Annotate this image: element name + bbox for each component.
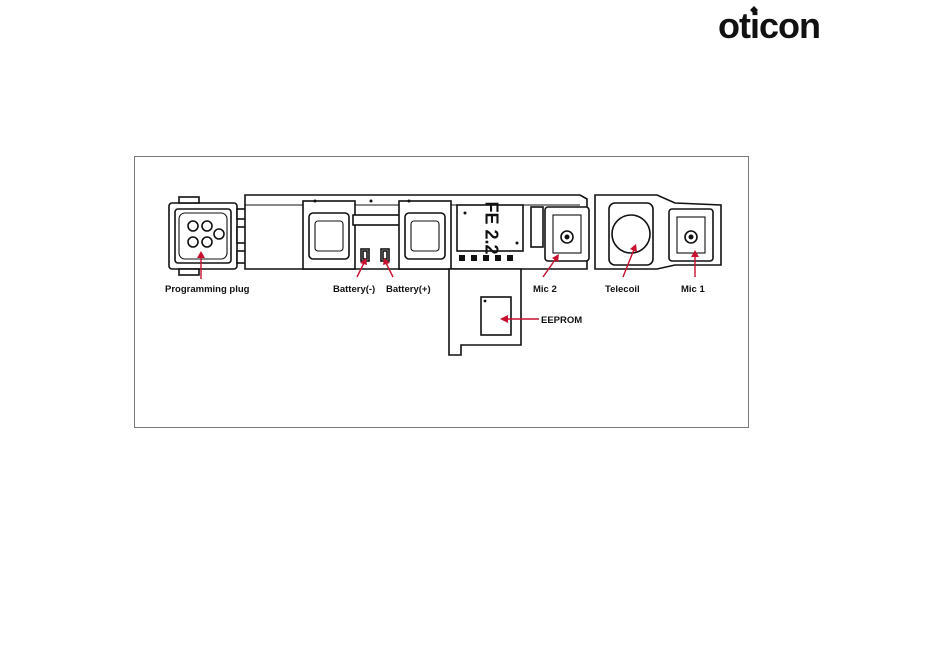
label-battery-minus: Battery(-) [333, 284, 375, 295]
label-mic1: Mic 1 [681, 284, 705, 295]
eeprom-tail [449, 269, 521, 355]
oticon-logo: oticon [704, 4, 834, 46]
chip-marking: FE 2.2 [481, 201, 501, 254]
label-mic2: Mic 2 [533, 284, 557, 295]
logo-text: oticon [718, 5, 820, 46]
figure-frame: FE 2.2 [134, 156, 749, 428]
telecoil-mic1-housing [595, 195, 721, 269]
label-battery-plus: Battery(+) [386, 284, 431, 295]
label-telecoil: Telecoil [605, 284, 640, 295]
label-programming-plug: Programming plug [165, 284, 250, 295]
hearing-aid-flex-diagram: FE 2.2 [135, 157, 750, 429]
label-eeprom: EEPROM [541, 315, 582, 326]
